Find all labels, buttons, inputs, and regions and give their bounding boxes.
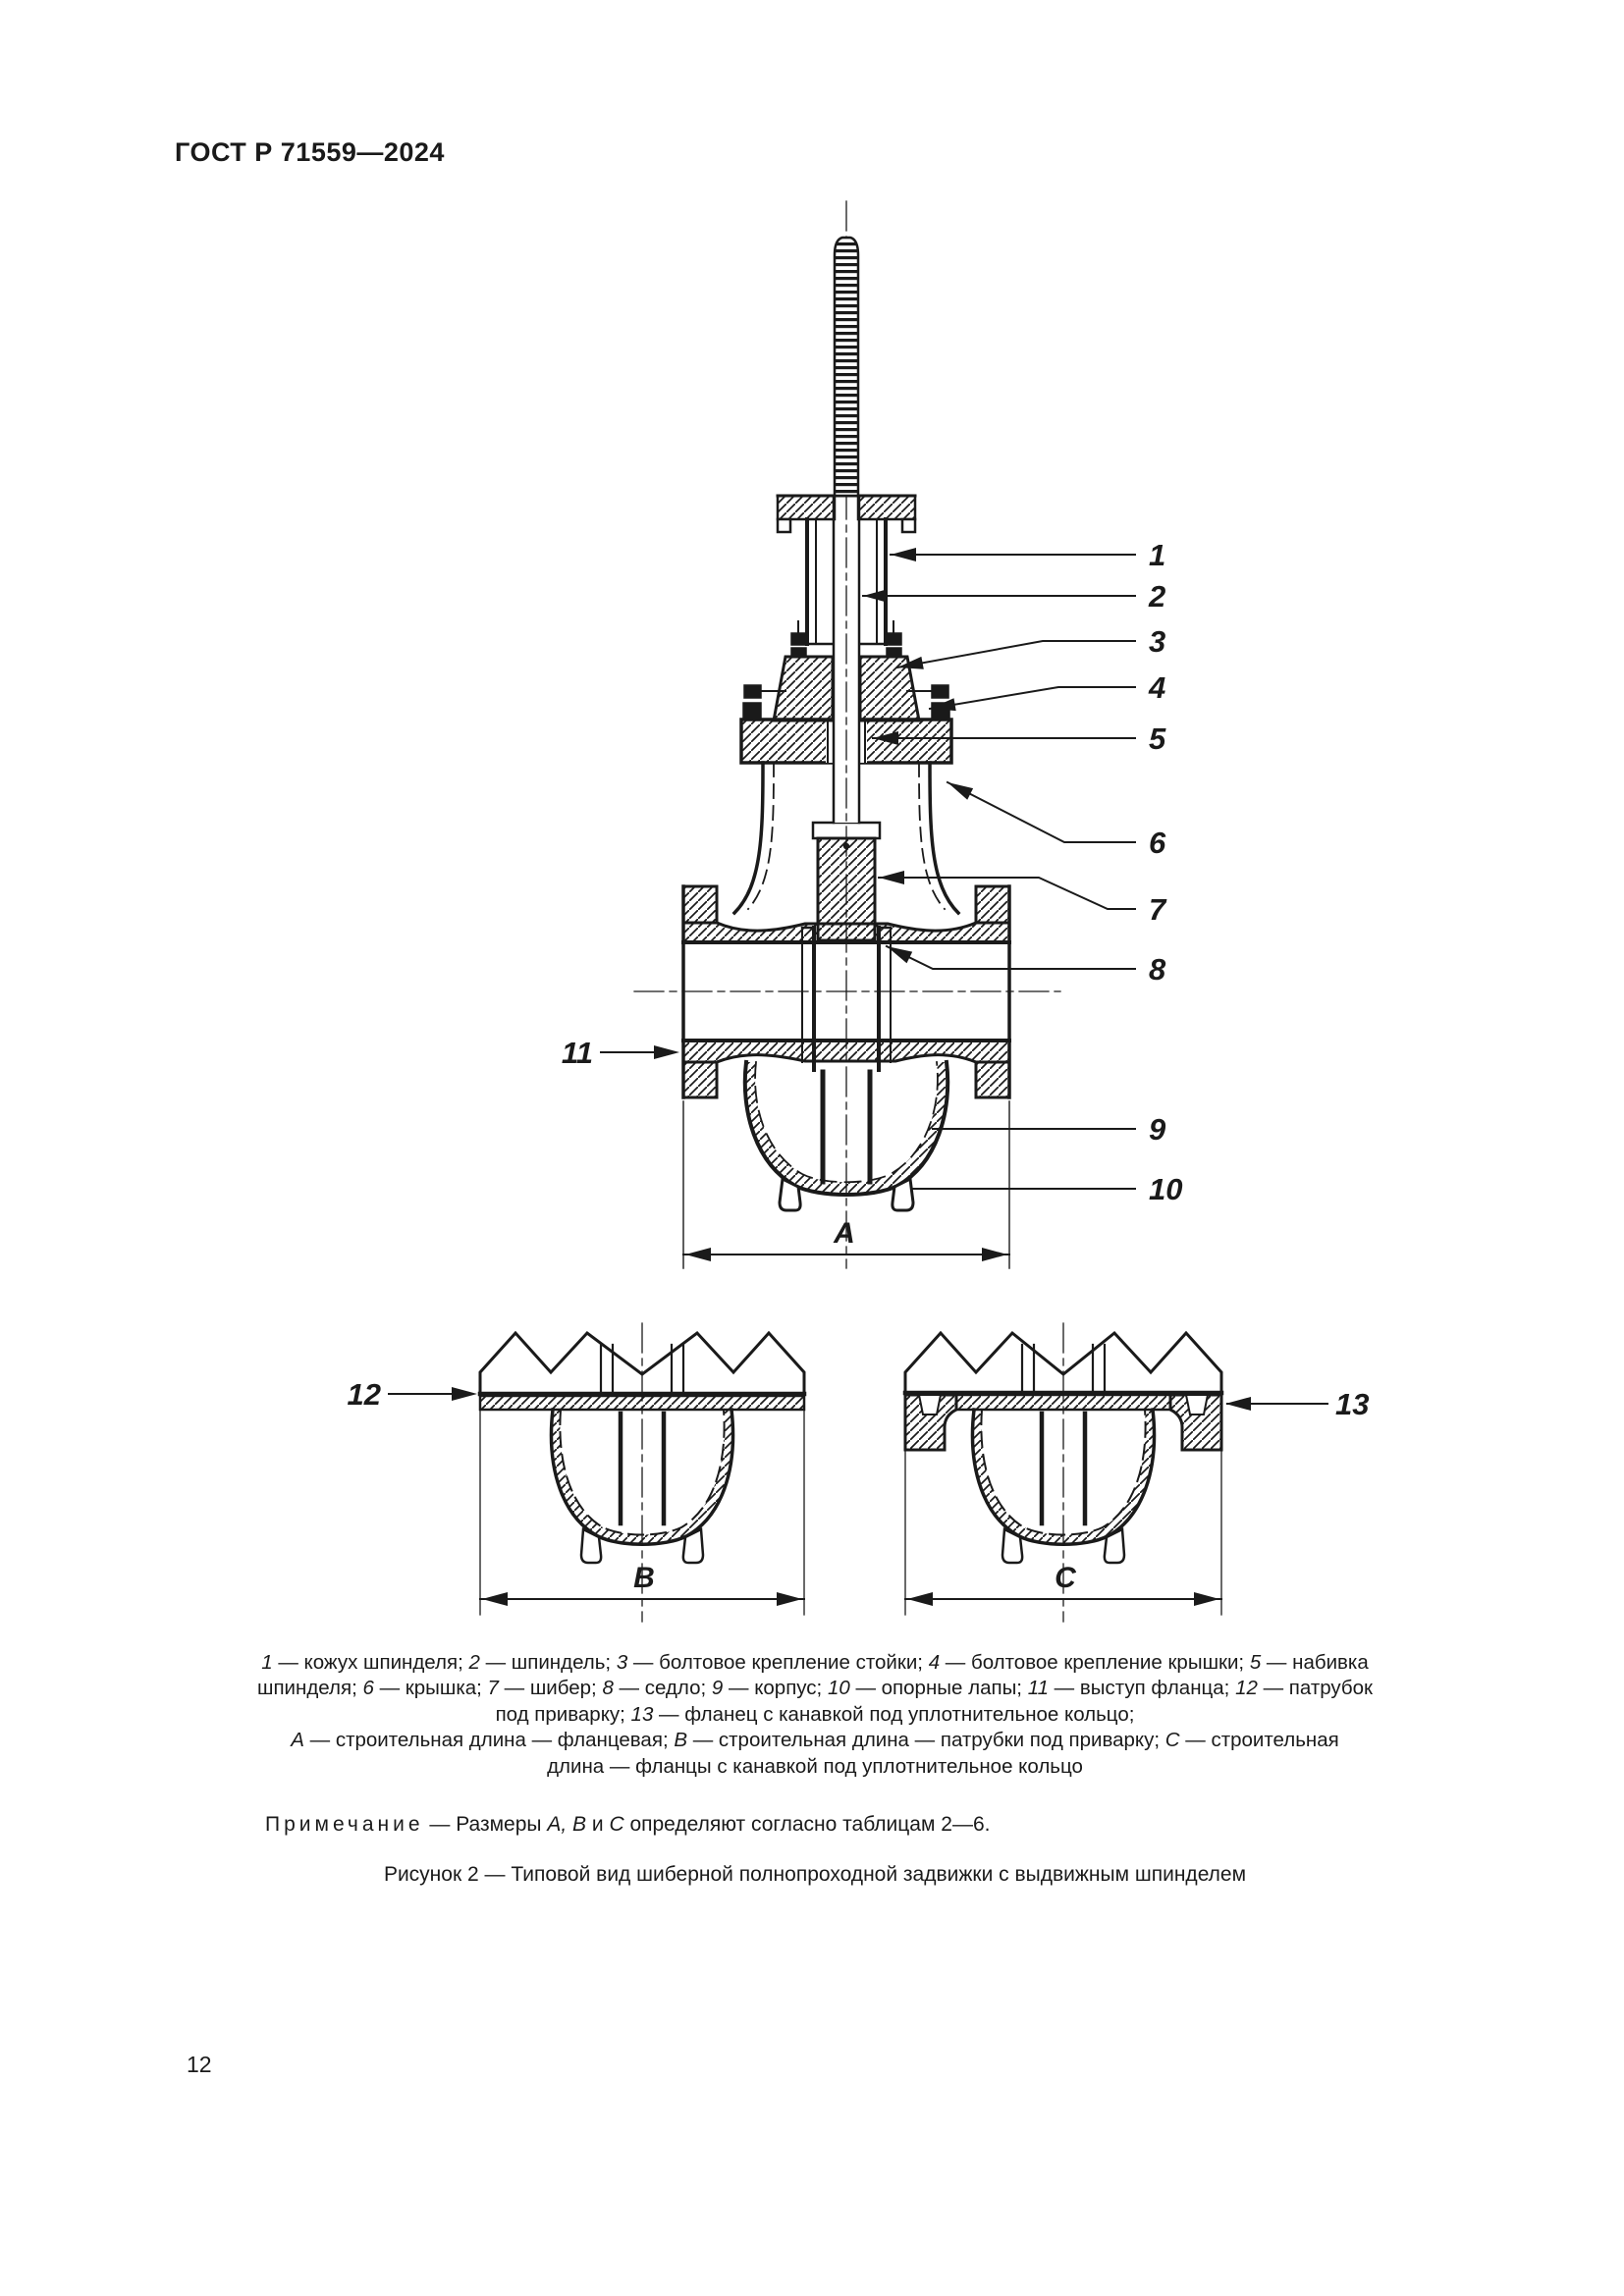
support-legs xyxy=(778,1176,915,1212)
dim-label-a: A xyxy=(833,1217,855,1250)
dimension-C: C xyxy=(904,1562,1222,1606)
figure-note: Примечание — Размеры А, В и С определяют… xyxy=(265,1813,991,1836)
svg-text:11: 11 xyxy=(562,1036,593,1070)
callout-12: 12 xyxy=(348,1377,477,1412)
grooved-flange-view: C 13 xyxy=(902,1322,1369,1623)
callout-5: 5 xyxy=(872,721,1166,756)
callout-1: 1 xyxy=(890,538,1165,572)
callout-6: 6 xyxy=(946,780,1166,860)
legend-line: 1 — кожух шпинделя; 2 — шпиндель; 3 — бо… xyxy=(261,1651,1369,1674)
callout-11: 11 xyxy=(562,1036,679,1070)
legend-line: под приварку; 13 — фланец с канавкой под… xyxy=(495,1702,1135,1726)
svg-text:13: 13 xyxy=(1335,1387,1369,1421)
svg-text:1: 1 xyxy=(1149,538,1165,572)
callout-13: 13 xyxy=(1225,1387,1369,1421)
dimension-B: B xyxy=(479,1562,805,1606)
svg-text:5: 5 xyxy=(1149,721,1166,756)
callout-2: 2 xyxy=(862,579,1165,614)
svg-text:8: 8 xyxy=(1149,952,1166,987)
weld-stub-view: B 12 xyxy=(348,1322,807,1623)
dim-label-c: C xyxy=(1055,1562,1077,1594)
dim-label-b: B xyxy=(633,1562,655,1594)
page-header: ГОСТ Р 71559—2024 xyxy=(175,137,445,167)
svg-text:7: 7 xyxy=(1149,892,1167,927)
valve-dome xyxy=(742,1059,950,1197)
main-valve-view: A 1 2 3 4 5 6 7 8 9 10 11 xyxy=(562,200,1183,1269)
legend-line: шпинделя; 6 — крышка; 7 — шибер; 8 — сед… xyxy=(257,1677,1373,1700)
callout-8: 8 xyxy=(885,944,1166,987)
callout-9: 9 xyxy=(932,1112,1166,1147)
svg-text:2: 2 xyxy=(1148,579,1165,614)
svg-text:9: 9 xyxy=(1149,1112,1166,1147)
callout-3: 3 xyxy=(895,624,1165,669)
legend-line: длина — фланцы с канавкой под уплотнител… xyxy=(547,1754,1083,1778)
figure-legend: 1 — кожух шпинделя; 2 — шпиндель; 3 — бо… xyxy=(252,1650,1378,1780)
callout-10: 10 xyxy=(910,1172,1182,1206)
callout-7: 7 xyxy=(878,871,1167,927)
callout-4: 4 xyxy=(928,670,1165,712)
figure-caption: Рисунок 2 — Типовой вид шиберной полнопр… xyxy=(383,1863,1247,1886)
svg-text:6: 6 xyxy=(1149,826,1166,860)
centerlines xyxy=(633,200,1061,1269)
svg-text:3: 3 xyxy=(1149,624,1165,659)
dimension-A: A xyxy=(682,1100,1010,1269)
bonnet-neck xyxy=(731,761,961,916)
callouts: 1 2 3 4 5 6 7 8 9 10 11 xyxy=(562,538,1183,1206)
valve-seat xyxy=(800,926,893,1072)
svg-text:4: 4 xyxy=(1148,670,1165,705)
legend-line: А — строительная длина — фланцевая; В — … xyxy=(291,1729,1339,1752)
svg-text:12: 12 xyxy=(348,1377,381,1412)
page-number: 12 xyxy=(187,2052,212,2077)
svg-text:10: 10 xyxy=(1149,1172,1182,1206)
threaded-spindle xyxy=(833,236,860,498)
